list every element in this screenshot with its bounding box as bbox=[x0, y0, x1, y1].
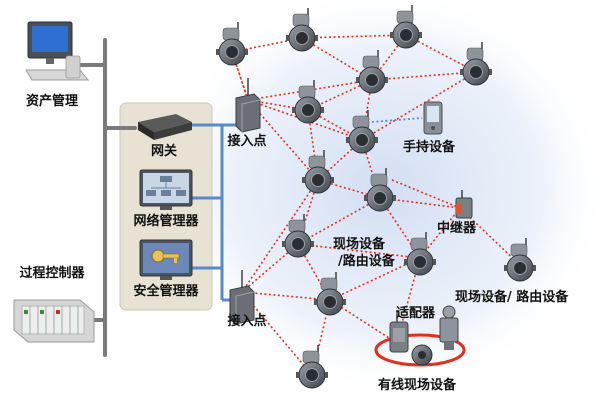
access-point-bottom-device bbox=[229, 270, 255, 325]
wired-field-device-label: 有线现场设备 bbox=[378, 378, 457, 393]
network-manager-screen bbox=[139, 169, 193, 210]
field-router-mid-label-line2: /路由设备 bbox=[338, 254, 395, 269]
field-router-right-label: 现场设备/ 路由设备 bbox=[455, 290, 569, 305]
wired-valve-device bbox=[439, 305, 459, 350]
adapter-device bbox=[389, 310, 409, 353]
adapter-label: 适配器 bbox=[396, 306, 436, 321]
repeater-label: 中继器 bbox=[437, 221, 477, 236]
field-router-mid-label-line1: 现场设备 bbox=[333, 237, 386, 252]
network-manager-label: 网络管理器 bbox=[133, 214, 199, 229]
security-manager-label: 安全管理器 bbox=[133, 284, 199, 299]
wired-transmitter-device bbox=[411, 344, 433, 366]
repeater-device bbox=[455, 190, 473, 219]
handheld-link bbox=[371, 117, 423, 123]
handheld-device-label: 手持设备 bbox=[403, 140, 456, 155]
process-controller-rack bbox=[13, 299, 95, 343]
security-manager-screen bbox=[139, 239, 193, 280]
asset-management-computer bbox=[25, 21, 90, 81]
access-point-bottom-label: 接入点 bbox=[227, 314, 267, 329]
access-point-top-device bbox=[235, 78, 261, 133]
handheld-device bbox=[423, 101, 443, 135]
gateway-device bbox=[138, 114, 192, 140]
access-point-top-label: 接入点 bbox=[227, 134, 267, 149]
process-controller-label: 过程控制器 bbox=[19, 266, 85, 281]
asset-management-label: 资产管理 bbox=[25, 94, 79, 109]
gateway-label: 网关 bbox=[150, 144, 178, 159]
